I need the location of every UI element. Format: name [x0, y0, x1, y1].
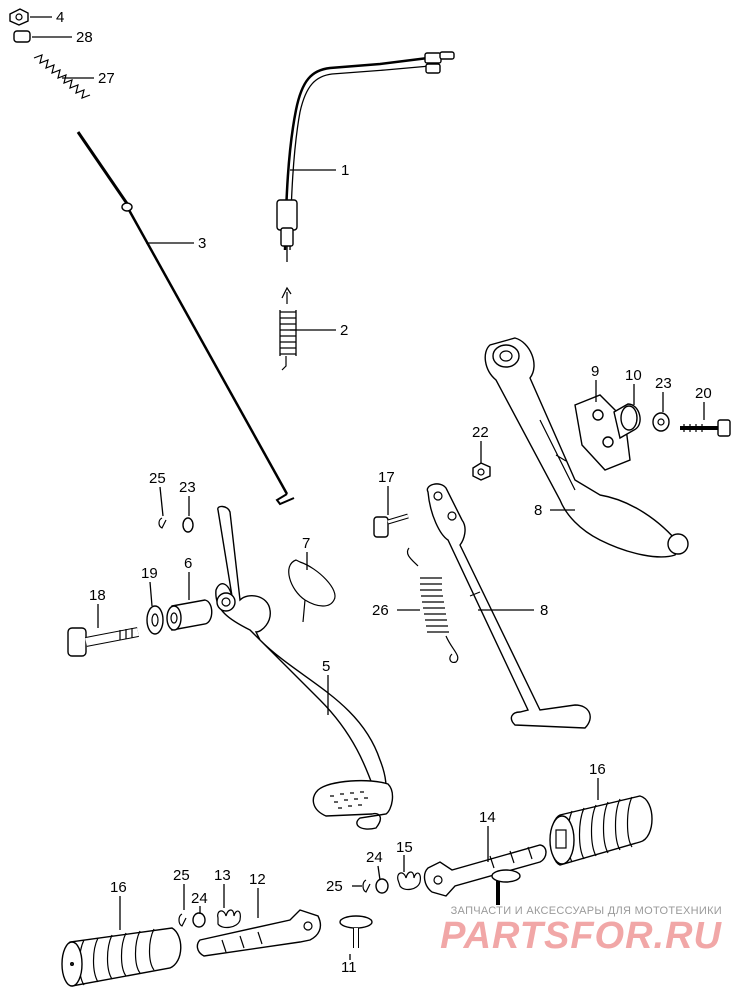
- part-13-spring: [217, 909, 241, 929]
- part-19-washer: [146, 605, 164, 635]
- callout-24-right: 24: [366, 849, 383, 866]
- callout-16-left: 16: [110, 879, 127, 896]
- part-5-brake-pedal: [215, 505, 394, 830]
- part-10-collar: [613, 403, 641, 440]
- part-4-nut: [9, 8, 29, 26]
- part-12-footpeg-left: [196, 909, 322, 957]
- part-26-spring: [406, 547, 459, 663]
- callout-28: 28: [76, 29, 93, 46]
- callout-8-upper: 8: [534, 502, 542, 519]
- watermark: ЗАПЧАСТИ И АКСЕССУАРЫ ДЛЯ МОТОТЕХНИКИ PA…: [422, 905, 722, 955]
- callout-10: 10: [625, 367, 642, 384]
- part-8-side-stand: [484, 337, 689, 558]
- part-3-rod: [76, 131, 295, 506]
- part-23-washer-left: [182, 517, 194, 533]
- part-14-footpeg-right: [423, 844, 547, 897]
- callout-9: 9: [591, 363, 599, 380]
- callout-23-top: 23: [655, 375, 672, 392]
- part-1-stop-switch: [276, 51, 455, 262]
- part-25-cotter-pin-left: [178, 913, 187, 927]
- callout-14: 14: [479, 809, 496, 826]
- callout-20: 20: [695, 385, 712, 402]
- callout-labels: 4 28 27 1 3 2 9 10 23 20 22 17 8 25 23 7…: [56, 9, 712, 976]
- watermark-tagline: ЗАПЧАСТИ И АКСЕССУАРЫ ДЛЯ МОТОТЕХНИКИ: [450, 905, 722, 917]
- callout-23-left: 23: [179, 479, 196, 496]
- part-24-washer-left: [192, 912, 206, 928]
- callout-26: 26: [372, 602, 389, 619]
- part-16-footpeg-rubber-right: [549, 795, 653, 866]
- part-25-cotter-pin-right: [362, 879, 371, 893]
- callout-19: 19: [141, 565, 158, 582]
- part-11-pin-bottom: [339, 915, 373, 948]
- callout-8-lower: 8: [540, 602, 548, 619]
- callout-24-left: 24: [191, 890, 208, 907]
- callout-4: 4: [56, 9, 64, 26]
- callout-13: 13: [214, 867, 231, 884]
- part-17-pin: [373, 513, 409, 538]
- callout-15: 15: [396, 839, 413, 856]
- part-6-collar: [166, 599, 213, 631]
- part-28-collar: [13, 30, 31, 43]
- callout-18: 18: [89, 587, 106, 604]
- part-23-washer-top: [652, 412, 670, 432]
- part-24-washer-right: [375, 878, 389, 894]
- callout-1: 1: [341, 162, 349, 179]
- part-15-spring: [397, 871, 421, 891]
- callout-25-right: 25: [326, 878, 343, 895]
- callout-22: 22: [472, 424, 489, 441]
- part-27-spring: [33, 54, 91, 99]
- callout-7: 7: [302, 535, 310, 552]
- part-16-footpeg-rubber-left: [61, 927, 182, 987]
- part-11-pin-right: [491, 869, 521, 905]
- callout-17: 17: [378, 469, 395, 486]
- part-20-bolt: [680, 419, 731, 437]
- callout-25-left: 25: [173, 867, 190, 884]
- watermark-logo: PARTSFOR.RU: [440, 915, 722, 957]
- leader-lines: [30, 16, 705, 960]
- callout-6: 6: [184, 555, 192, 572]
- part-25-cotter-pin-top: [158, 517, 167, 529]
- part-8-main-stand: [426, 483, 591, 729]
- part-22-nut: [472, 462, 491, 481]
- part-18-bolt: [67, 627, 139, 657]
- callout-3: 3: [198, 235, 206, 252]
- callout-12: 12: [249, 871, 266, 888]
- callout-5: 5: [322, 658, 330, 675]
- callout-25-top: 25: [149, 470, 166, 487]
- part-7-clip: [288, 559, 336, 623]
- part-2-spring: [279, 286, 297, 371]
- callout-27: 27: [98, 70, 115, 87]
- callout-11: 11: [341, 959, 357, 976]
- callout-2: 2: [340, 322, 348, 339]
- callout-16-right: 16: [589, 761, 606, 778]
